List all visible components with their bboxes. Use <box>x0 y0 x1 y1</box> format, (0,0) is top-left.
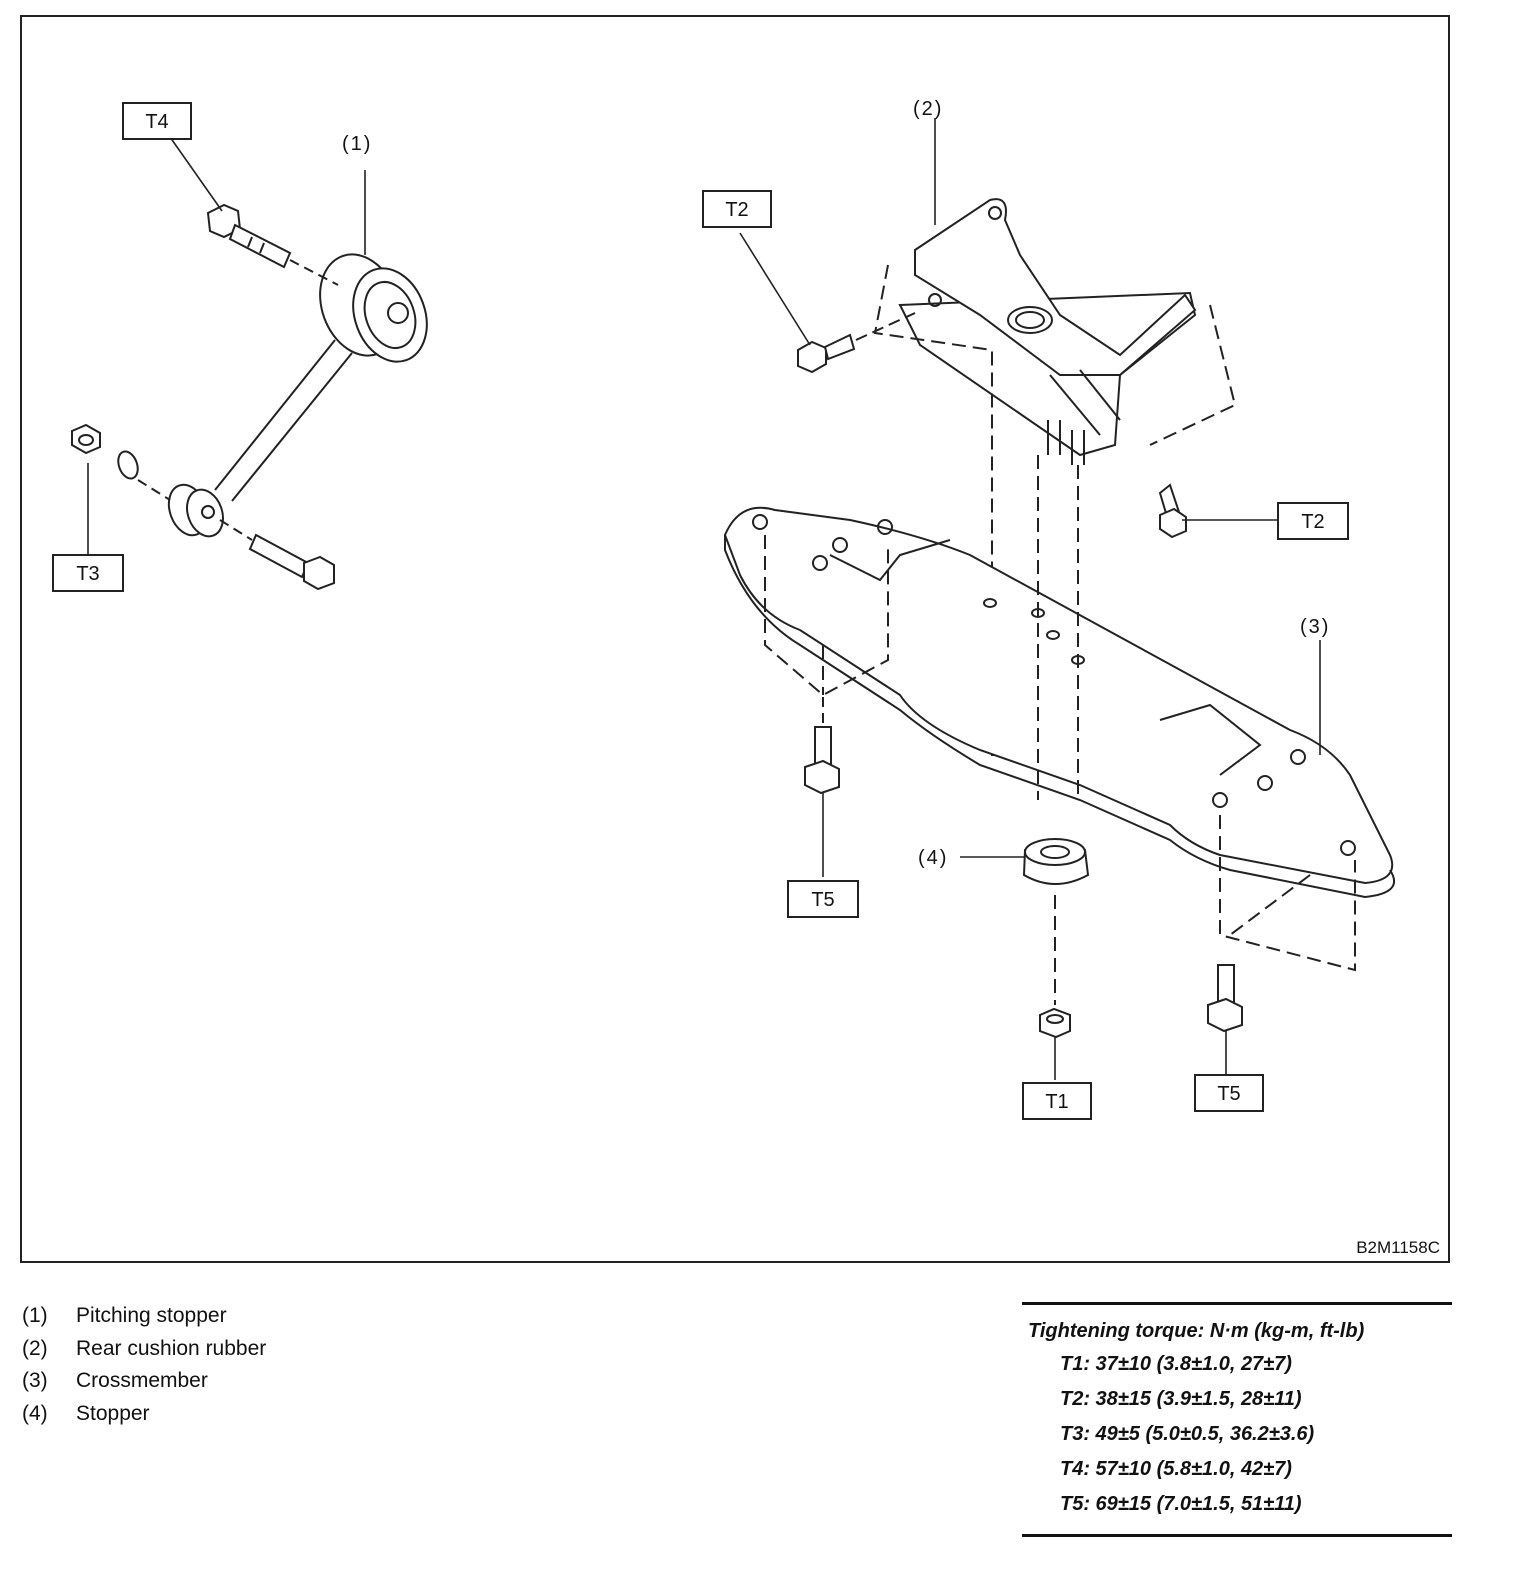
svg-text:T5: T5 <box>811 889 834 911</box>
legend-item: (4) Stopper <box>22 1398 266 1431</box>
bolt-t5-right <box>1207 964 1243 1075</box>
label-t5-right: T5 <box>1194 1074 1264 1112</box>
legend-number: (4) <box>22 1401 48 1425</box>
svg-text:T4: T4 <box>145 111 168 133</box>
callout-1: (1) <box>342 133 372 155</box>
torque-spec-row: T3: 49±5 (5.0±0.5, 36.2±3.6) <box>1060 1423 1315 1445</box>
label-t5-left: T5 <box>787 880 859 918</box>
legend-label: Crossmember <box>76 1369 208 1392</box>
nut-t3 <box>71 423 171 501</box>
legend-label: Pitching stopper <box>76 1304 227 1327</box>
label-t2-right: T2 <box>1277 502 1349 540</box>
crossmember <box>723 455 1396 972</box>
legend-label: Rear cushion rubber <box>76 1336 267 1360</box>
torque-heading: Tightening torque: N·m (kg-m, ft-lb) <box>1028 1320 1365 1342</box>
torque-spec-row: T5: 69±15 (7.0±1.5, 51±11) <box>1060 1493 1302 1515</box>
figure-id: B2M1158C <box>1356 1238 1440 1257</box>
svg-text:T1: T1 <box>1045 1091 1068 1113</box>
rear-cushion-rubber <box>873 198 1237 756</box>
legend-item: (1) Pitching stopper <box>22 1300 266 1333</box>
torque-spec-panel: Tightening torque: N·m (kg-m, ft-lb) T1:… <box>1022 1302 1452 1537</box>
label-t3: T3 <box>52 554 124 592</box>
diagram-frame <box>20 15 1450 1263</box>
legend-item: (3) Crossmember <box>22 1365 266 1398</box>
bolt-t4 <box>206 203 339 286</box>
bolt-lower <box>219 519 335 591</box>
torque-spec-row: T4: 57±10 (5.8±1.0, 42±7) <box>1060 1458 1292 1480</box>
legend-number: (1) <box>22 1304 48 1327</box>
torque-spec-row: T2: 38±15 (3.9±1.5, 28±11) <box>1060 1388 1302 1410</box>
svg-text:T3: T3 <box>76 563 99 585</box>
svg-text:T2: T2 <box>725 199 748 221</box>
callout-2: (2) <box>913 98 943 120</box>
callout-4: (4) <box>918 847 948 869</box>
legend-number: (2) <box>22 1336 48 1360</box>
label-t4: T4 <box>122 102 192 140</box>
bolt-t5-left <box>804 697 840 877</box>
bolt-t2-right <box>1158 483 1278 539</box>
svg-text:T2: T2 <box>1301 511 1324 533</box>
svg-text:T5: T5 <box>1217 1083 1240 1105</box>
exploded-diagram: T4 T3 T2 T2 T5 T1 T5 (1) (2) (3) (4) B2M… <box>52 98 1440 1257</box>
nut-t1 <box>1039 1007 1071 1080</box>
label-t2-left: T2 <box>702 190 772 228</box>
legend-label: Stopper <box>76 1401 150 1425</box>
bolt-t2-left <box>739 232 916 374</box>
legend-number: (3) <box>22 1369 48 1392</box>
parts-legend: (1) Pitching stopper (2) Rear cushion ru… <box>22 1300 266 1430</box>
pitching-stopper <box>167 253 428 538</box>
stopper <box>960 838 1090 1005</box>
legend-item: (2) Rear cushion rubber <box>22 1333 266 1366</box>
label-t1: T1 <box>1022 1082 1092 1120</box>
callout-3: (3) <box>1300 616 1330 638</box>
torque-spec-row: T1: 37±10 (3.8±1.0, 27±7) <box>1060 1353 1292 1375</box>
